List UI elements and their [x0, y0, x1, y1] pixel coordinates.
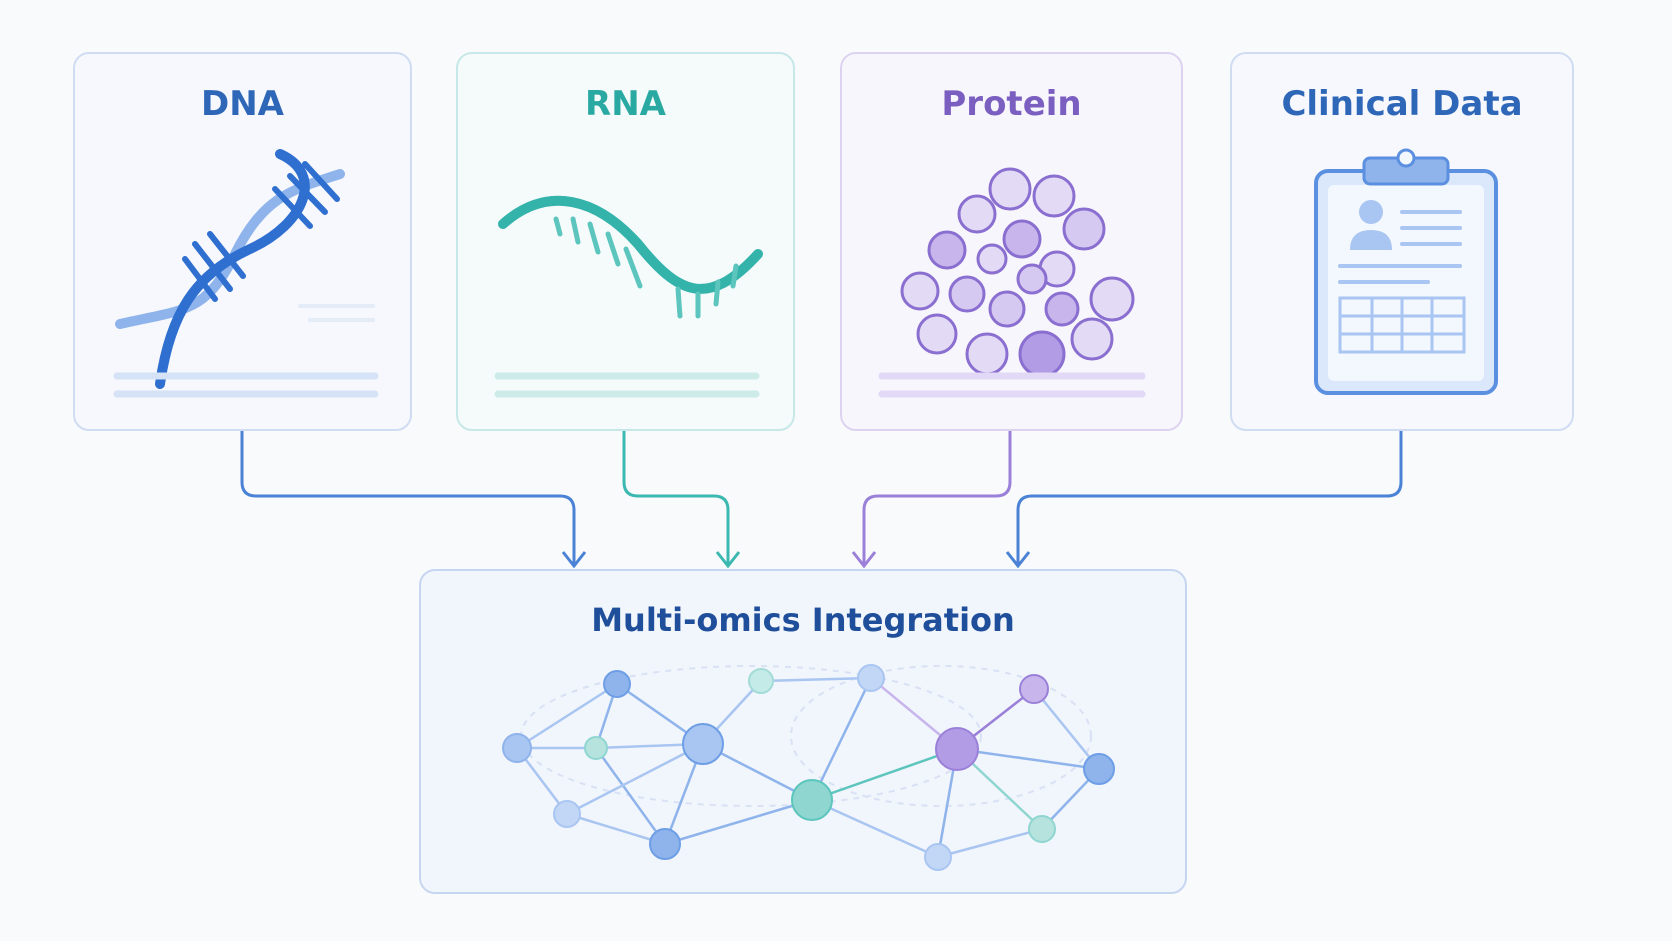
dna-card: DNA: [73, 52, 412, 431]
clinical-title: Clinical Data: [1281, 84, 1523, 124]
dna-helix-icon: [113, 149, 379, 398]
protein-title: Protein: [941, 84, 1082, 124]
network-graph-icon: [502, 664, 1115, 871]
integration-card: Multi-omics Integration: [419, 569, 1187, 894]
protein-arrowhead: [851, 551, 877, 569]
rna-title: RNA: [585, 84, 666, 124]
integration-title: Multi-omics Integration: [591, 601, 1015, 639]
rna-card: RNA: [456, 52, 795, 431]
clinical-arrowhead: [1005, 551, 1031, 569]
dna-arrowhead: [561, 551, 587, 569]
rna-connector: [622, 431, 730, 565]
protein-cluster-icon: [878, 167, 1146, 398]
dna-connector: [240, 431, 576, 565]
rna-arrowhead: [715, 551, 741, 569]
protein-connector: [862, 431, 1012, 565]
rna-strand-icon: [494, 195, 763, 398]
clipboard-icon: [1314, 148, 1498, 395]
clinical-card: Clinical Data: [1230, 52, 1574, 431]
clinical-connector: [1016, 431, 1403, 565]
protein-card: Protein: [840, 52, 1183, 431]
dna-title: DNA: [201, 84, 284, 124]
